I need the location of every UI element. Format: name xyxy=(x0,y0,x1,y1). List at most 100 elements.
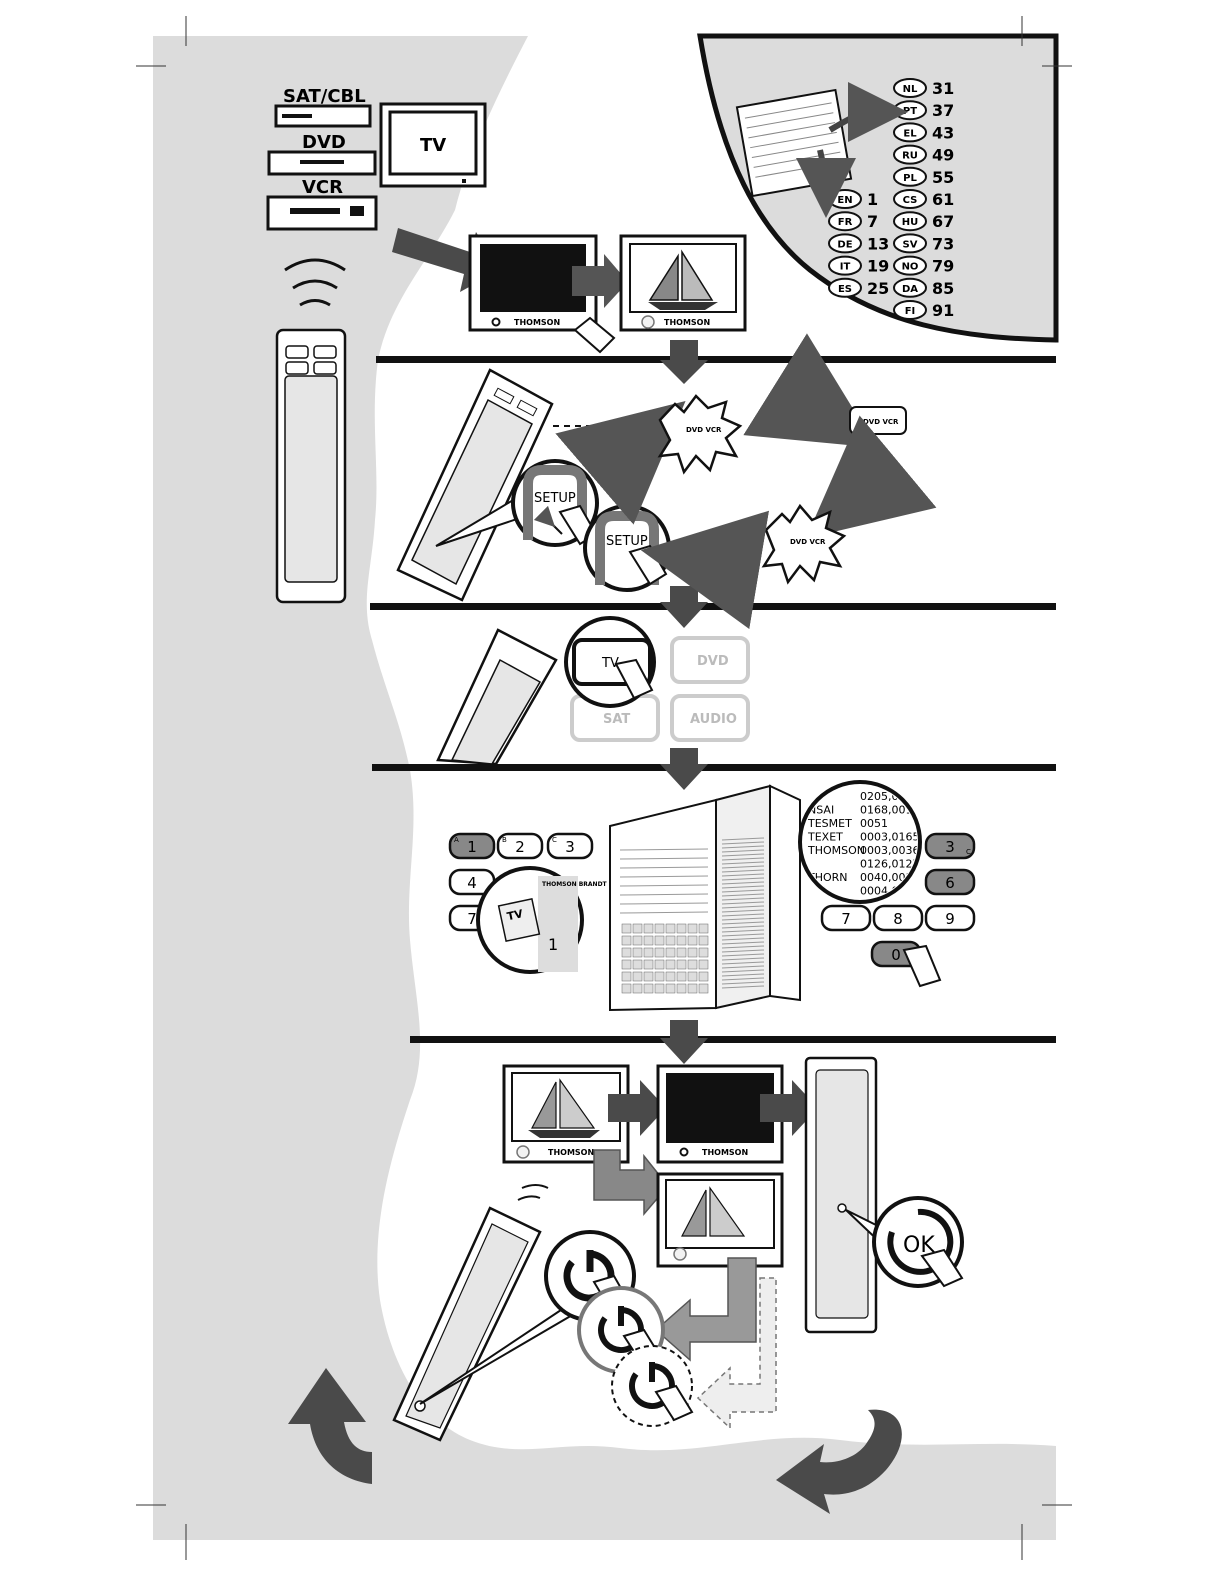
language-page: 1 xyxy=(867,190,878,209)
language-page: 73 xyxy=(932,234,954,253)
arrow-icon xyxy=(696,1277,777,1430)
keypad-key[interactable]: 7 xyxy=(820,904,872,932)
dvd-label: DVD xyxy=(302,132,346,153)
manual-booklet-icon xyxy=(735,82,908,218)
dvd-mode-button[interactable] xyxy=(670,636,750,684)
zoom-codes: 0040,0018,0 xyxy=(860,871,930,884)
zoom-brand: TEXET xyxy=(807,831,843,844)
language-entry[interactable]: FR 7 xyxy=(828,211,878,232)
keypad-key[interactable]: 2B xyxy=(496,832,544,860)
key-letter: C xyxy=(552,836,557,844)
dvd-vcr-flash-1: DVD VCR xyxy=(657,394,743,475)
flash-label: DVD VCR xyxy=(790,538,826,546)
arrow-down-icon xyxy=(660,1020,708,1064)
key-digit: 7 xyxy=(841,910,851,928)
brand-label: THOMSON xyxy=(664,318,710,327)
tv-label: TV xyxy=(420,135,446,156)
dvd-vcr-button[interactable]: DVD VCR xyxy=(849,406,907,435)
language-page: 7 xyxy=(867,212,878,231)
arrow-icon xyxy=(805,415,937,539)
language-page: 43 xyxy=(932,123,954,142)
zoom-codes: 0003,0036,0 xyxy=(860,844,930,857)
keypad-key[interactable]: 1A xyxy=(448,832,496,860)
audio-mode-button[interactable] xyxy=(670,694,750,742)
language-code: PL xyxy=(903,173,917,184)
keypad-key[interactable]: 4 xyxy=(448,868,496,896)
tv-mode-label: TV xyxy=(601,656,619,671)
arrow-icon xyxy=(654,1257,757,1362)
booklet-tab: TV xyxy=(506,907,525,923)
key-digit: 0 xyxy=(891,946,901,964)
finger-icon xyxy=(614,658,654,700)
language-code: ES xyxy=(838,284,852,295)
zoom-codes: 0126,0127,013 xyxy=(860,858,944,871)
dvd-mode-label: DVD xyxy=(697,654,729,669)
key-digit: 6 xyxy=(945,874,955,892)
arrow-icon xyxy=(555,400,686,525)
keypad-key[interactable]: 8 xyxy=(872,904,924,932)
language-entry[interactable]: ES 25 xyxy=(828,277,889,298)
language-page: 13 xyxy=(867,234,889,253)
vcr-label: VCR xyxy=(302,177,343,198)
zoom-brand: THOMSON xyxy=(807,844,865,857)
power-zoom-3 xyxy=(611,1345,694,1427)
keypad-key[interactable]: 9 xyxy=(924,904,976,932)
arrow-down-icon xyxy=(660,340,708,384)
divider xyxy=(376,356,1056,363)
language-code: FR xyxy=(838,217,853,228)
arrow-icon xyxy=(640,510,770,630)
sat-cbl-device: SAT/CBL xyxy=(274,86,372,128)
setup-label: SETUP xyxy=(534,491,576,506)
language-page: 19 xyxy=(867,257,889,276)
finger-icon xyxy=(654,1384,694,1422)
keypad-key[interactable]: 6 xyxy=(924,868,976,896)
keypad-key[interactable]: 3C xyxy=(546,832,594,860)
language-page: 79 xyxy=(932,257,954,276)
language-page: 31 xyxy=(932,79,954,98)
arrow-down-icon xyxy=(660,586,708,628)
language-page: 67 xyxy=(932,212,954,231)
arrow-right-icon xyxy=(572,254,628,308)
key-digit: 9 xyxy=(945,910,955,928)
sat-mode-label: SAT xyxy=(603,712,630,727)
setup-label: SETUP xyxy=(606,534,648,549)
key-letter: C xyxy=(966,848,971,856)
finger-icon xyxy=(920,1248,964,1288)
tv-on-screen: THOMSON xyxy=(619,234,747,332)
key-digit: 3 xyxy=(565,838,575,856)
language-page: 37 xyxy=(932,101,954,120)
curved-arrow-icon xyxy=(776,1409,902,1514)
language-page: 85 xyxy=(932,279,954,298)
background-panel xyxy=(153,36,1056,1540)
dvd-device: DVD xyxy=(267,132,377,176)
arrow-icon xyxy=(593,1149,669,1217)
step3-remote xyxy=(436,628,558,766)
key-digit: 2 xyxy=(515,838,525,856)
indicator-light-icon xyxy=(673,1247,687,1261)
language-code: CS xyxy=(903,195,918,206)
language-entry[interactable]: SV 73 xyxy=(893,233,954,254)
signal-waves-icon xyxy=(284,258,346,307)
language-code: SV xyxy=(903,239,918,250)
language-page: 25 xyxy=(867,279,889,298)
brand-label: THOMSON xyxy=(514,318,560,327)
curved-arrow-icon xyxy=(288,1368,372,1484)
zoom-codes: 0003,0165 xyxy=(860,831,920,844)
crop-marks xyxy=(136,16,1072,1560)
zoom-codes: 0051 xyxy=(860,817,888,830)
